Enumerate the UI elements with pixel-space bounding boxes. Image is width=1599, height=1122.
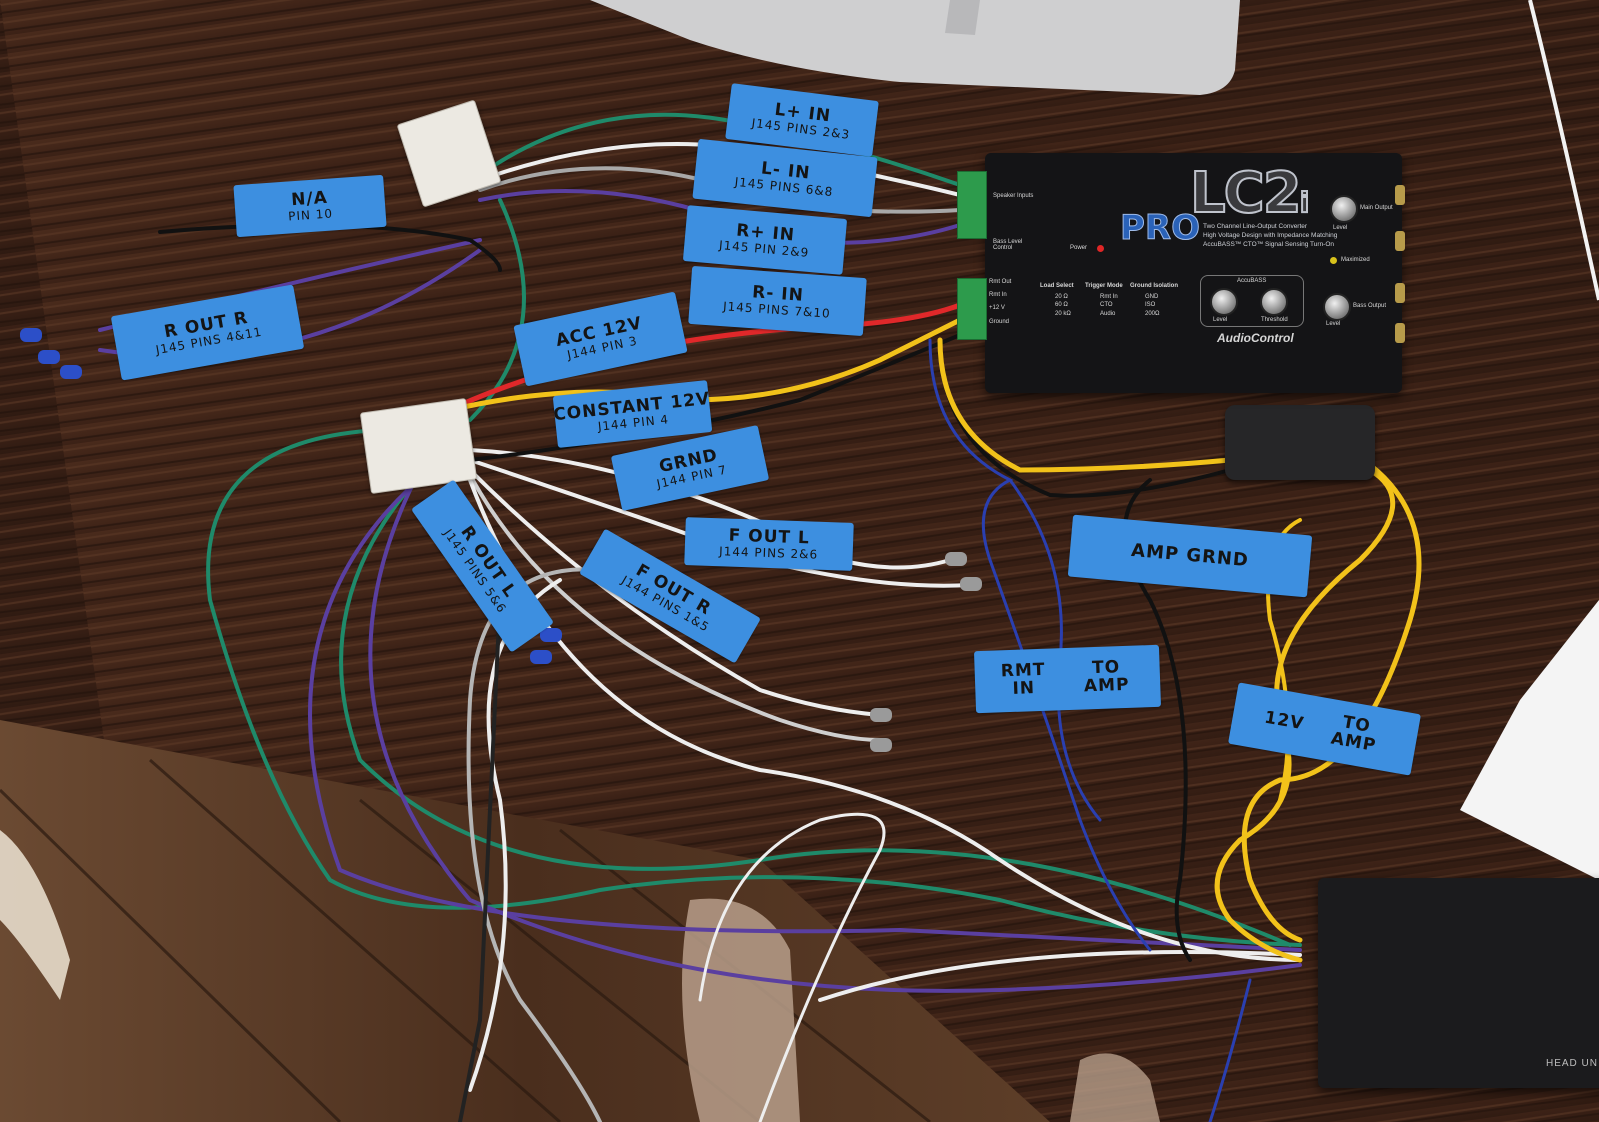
main-level-label: Level [1333, 225, 1348, 231]
main-output-label: Main Output [1360, 205, 1393, 211]
load-select-label: Load Select [1040, 283, 1074, 289]
wire-nut-gray [945, 552, 967, 566]
wire-nut-blue [540, 628, 562, 642]
accubass-threshold-knob[interactable] [1260, 288, 1288, 316]
rca-jack [1395, 323, 1405, 343]
wire-nut-blue [38, 350, 60, 364]
amp-label: HEAD UN [1546, 1058, 1599, 1069]
paper-sheet [1460, 600, 1599, 880]
wire-nut-blue [530, 650, 552, 664]
bass-level-knob-label: Level [1326, 321, 1341, 327]
speaker-input-terminal [957, 171, 987, 239]
ground-label: Ground [989, 319, 1010, 325]
amplifier: HEAD UN [1318, 878, 1599, 1088]
accubass-level-knob[interactable] [1210, 288, 1238, 316]
load-select-options: 20 Ω 60 Ω 20 kΩ [1055, 294, 1071, 317]
bass-output-knob[interactable] [1323, 293, 1351, 321]
accubass-panel [1200, 275, 1304, 327]
brand-logo: AudioControl [1217, 331, 1294, 345]
ground-loop-isolator [1225, 405, 1375, 480]
trigger-mode-options: Rmt In CTO Audio [1100, 294, 1118, 317]
pro-logo: PRO [1119, 208, 1201, 249]
threshold-label: Threshold [1261, 317, 1288, 323]
wire-nut-blue [60, 365, 82, 379]
rca-jack [1395, 231, 1405, 251]
ground-isolation-options: GND ISO 200Ω [1145, 294, 1160, 317]
bass-output-label: Bass Output [1353, 303, 1387, 309]
main-output-knob[interactable] [1330, 195, 1358, 223]
line-output-converter: Speaker Inputs Bass Level Control Power … [957, 153, 1405, 393]
wire-nut-gray [960, 577, 982, 591]
power-terminal [957, 278, 987, 340]
wire-nut-gray [870, 738, 892, 752]
accubass-level-label: Level [1213, 317, 1228, 323]
foot-shape [682, 898, 800, 1122]
bass-level-label: Bass Level Control [993, 239, 1023, 251]
rmt-out-label: Rmt Out [989, 279, 1012, 285]
trigger-mode-label: Trigger Mode [1085, 283, 1123, 289]
power-label: Power [1070, 245, 1088, 251]
plus12v-label: +12 V [989, 305, 1005, 311]
maximized-led [1330, 257, 1337, 264]
lc2-logo: LC2i [1189, 160, 1310, 227]
rca-jack [1395, 185, 1405, 205]
power-led [1097, 245, 1104, 252]
wire-blue [928, 338, 1152, 952]
accubass-label: AccuBASS [1237, 278, 1267, 284]
speaker-inputs-label: Speaker Inputs [993, 193, 1034, 199]
maximized-label: Maximized [1341, 257, 1370, 263]
wire-nut-gray [870, 708, 892, 722]
ground-isolation-label: Ground Isolation [1130, 283, 1178, 289]
rca-jack [1395, 283, 1405, 303]
wire-nut-blue [20, 328, 42, 342]
wire-yellow [447, 317, 963, 413]
rmt-in-label: Rmt In [989, 292, 1007, 298]
laptop-corner [590, 0, 1240, 95]
harness-connector-middle [359, 397, 478, 495]
device-description: Two Channel Line-Output Converter High V… [1203, 223, 1338, 248]
